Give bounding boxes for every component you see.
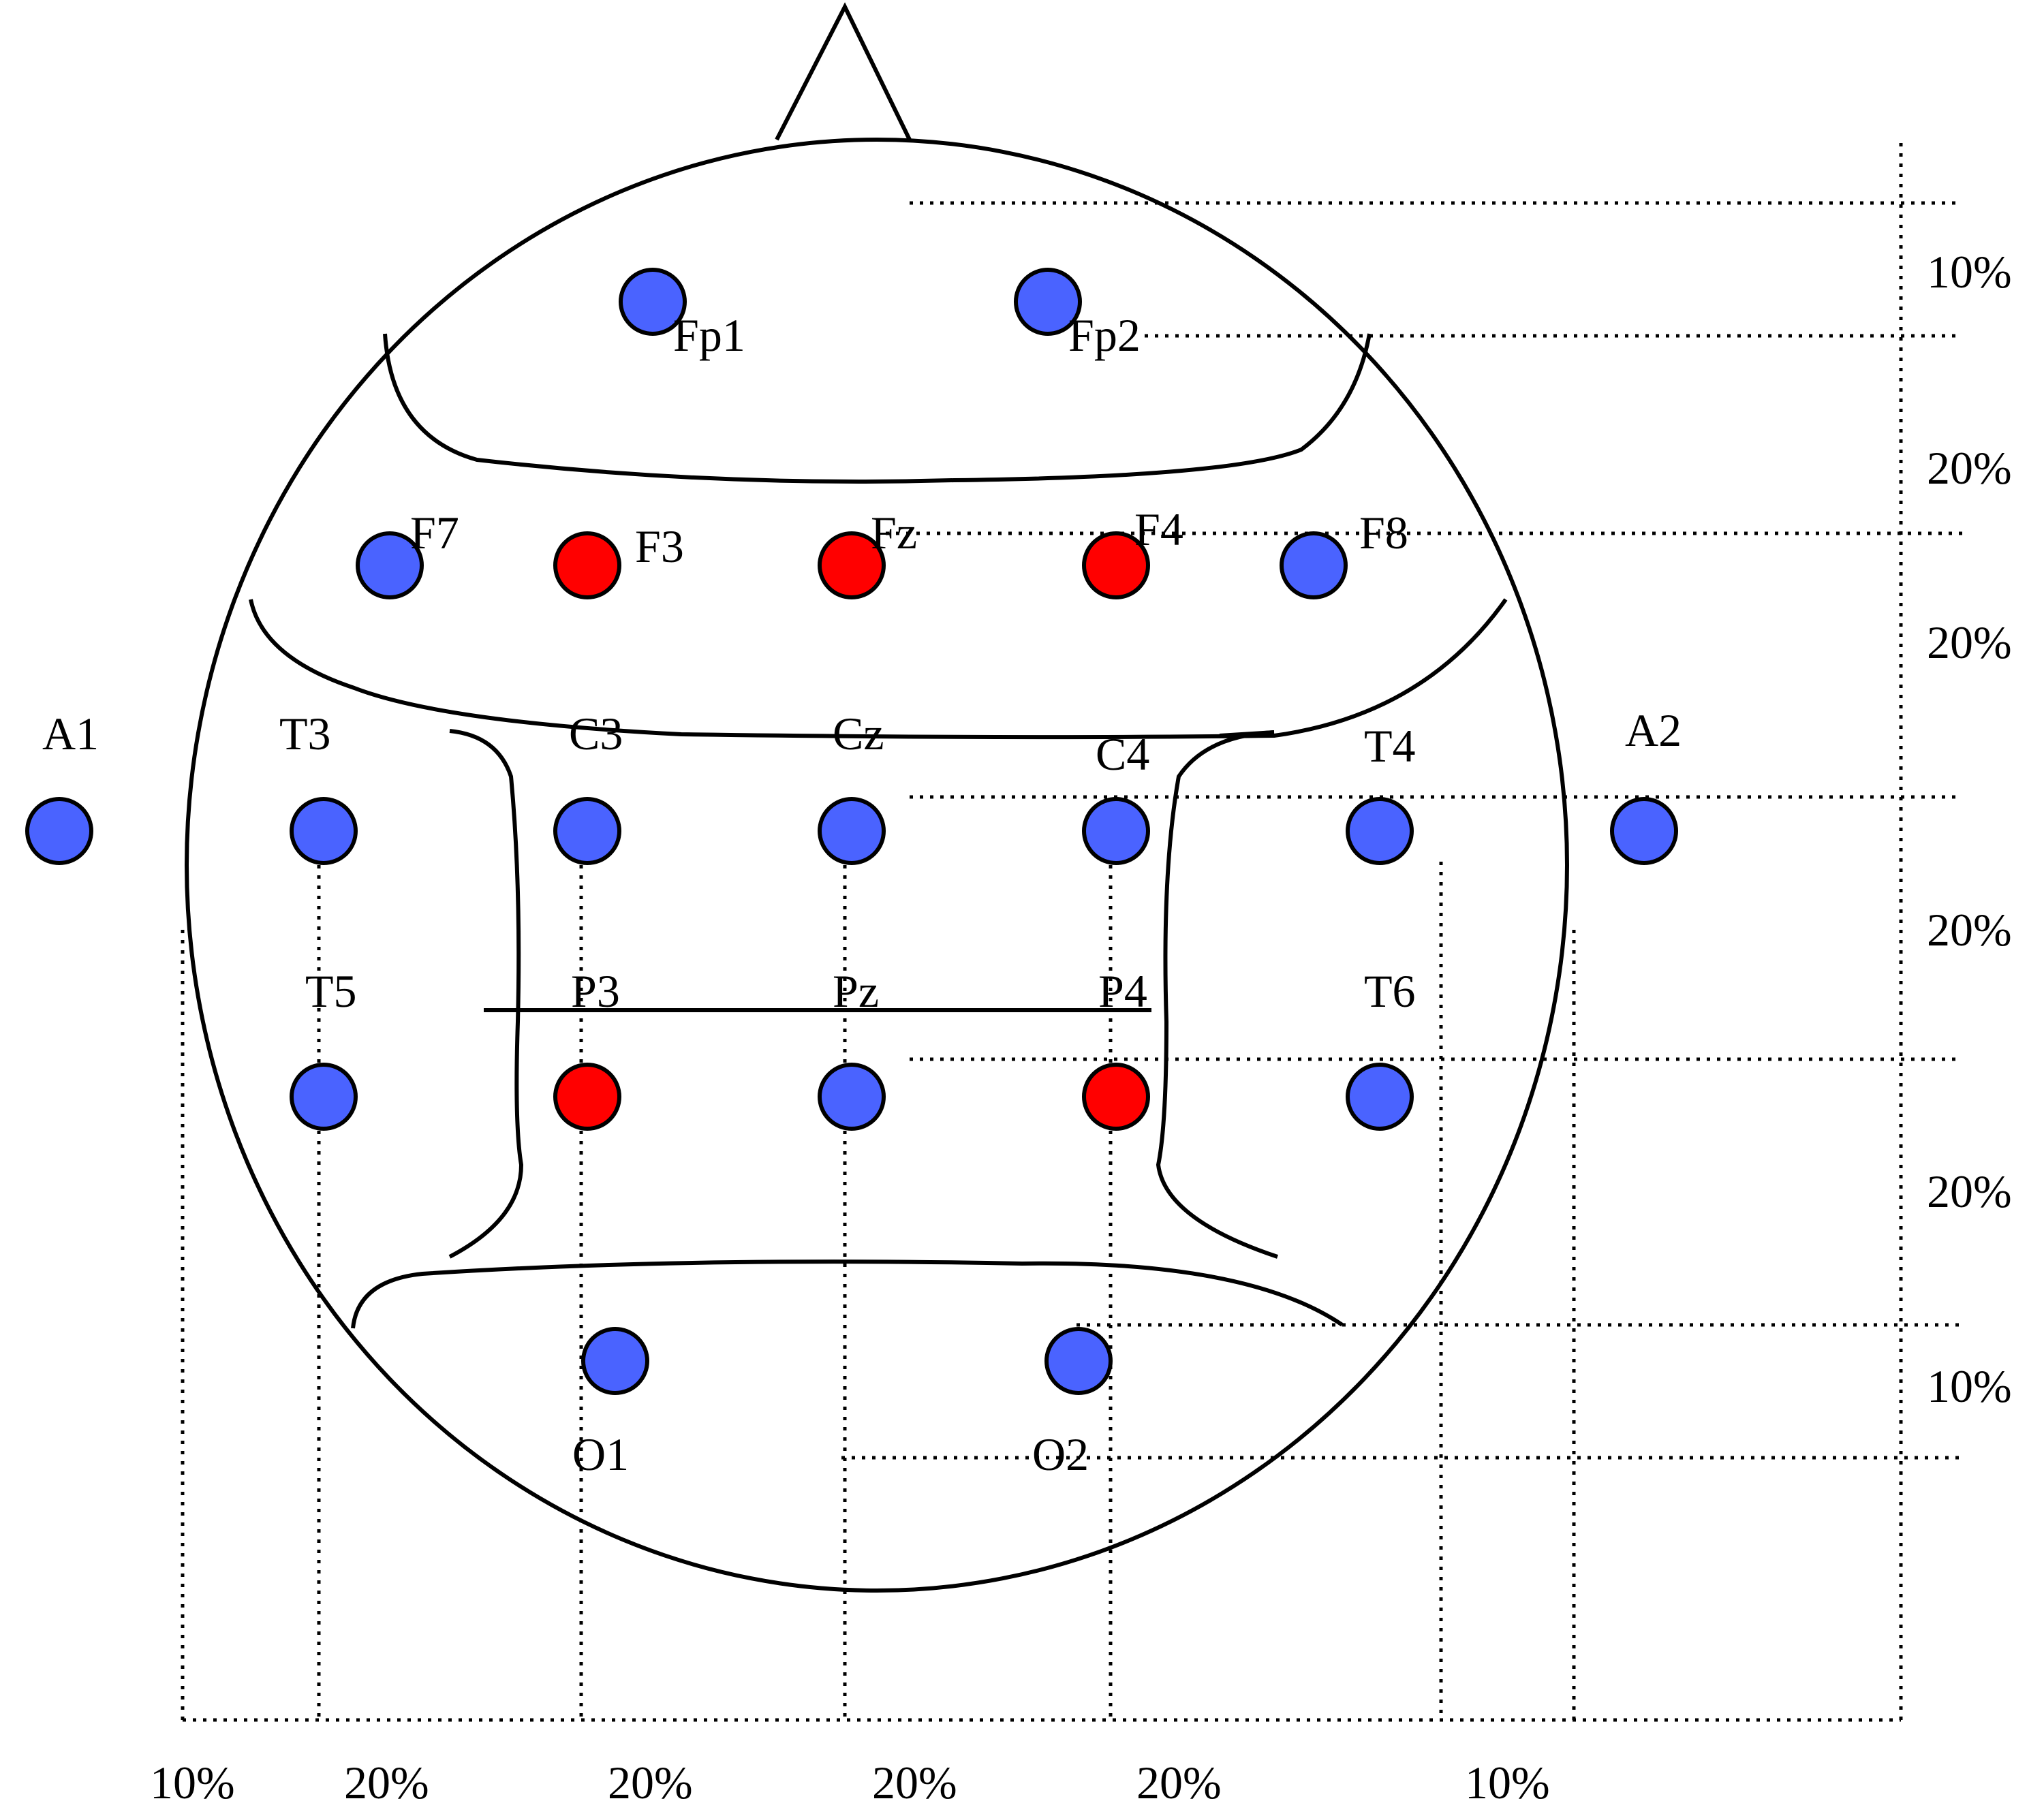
- label-cz: Cz: [833, 708, 884, 760]
- electrode-fp2: [1014, 268, 1082, 336]
- spacing-h-6: 10%: [1465, 1757, 1550, 1809]
- label-c3: C3: [569, 708, 623, 760]
- central-junction-mark: [1219, 730, 1275, 738]
- right-central-parietal-outline: [1156, 730, 1278, 1259]
- label-f7: F7: [410, 507, 459, 559]
- electrode-cz: [818, 797, 886, 865]
- electrode-o2: [1044, 1327, 1113, 1395]
- spacing-h-5: 20%: [1136, 1757, 1222, 1809]
- electrode-layer: [25, 268, 1678, 1395]
- label-p3: P3: [571, 965, 620, 1017]
- left-central-parietal-outline: [448, 729, 524, 1259]
- electrode-t6: [1346, 1063, 1414, 1131]
- electrode-fz: [818, 531, 886, 599]
- electrode-f3: [553, 531, 621, 599]
- label-f8: F8: [1359, 507, 1408, 559]
- label-t5: T5: [305, 965, 357, 1017]
- spacing-h-1: 10%: [150, 1757, 235, 1809]
- label-o2: O2: [1032, 1428, 1089, 1480]
- spacing-h-4: 20%: [872, 1757, 957, 1809]
- electrode-p4: [1082, 1063, 1150, 1131]
- electrode-c4: [1082, 797, 1150, 865]
- electrode-p3: [553, 1063, 621, 1131]
- electrode-t3: [290, 797, 358, 865]
- electrode-f7: [356, 531, 424, 599]
- electrode-o1: [581, 1327, 649, 1395]
- electrode-a1: [25, 797, 93, 865]
- frontal-region-outline: [249, 598, 1508, 740]
- label-fz: Fz: [871, 507, 917, 559]
- label-t3: T3: [279, 708, 331, 760]
- frontopolar-region-outline: [383, 333, 1372, 484]
- occipital-region-outline: [351, 1259, 1344, 1329]
- spacing-v-5: 20%: [1927, 1165, 2012, 1217]
- spacing-v-1: 10%: [1927, 246, 2012, 298]
- nose-outline: [775, 2, 912, 141]
- label-pz: Pz: [833, 965, 879, 1017]
- electrode-pz: [818, 1063, 886, 1131]
- spacing-v-3: 20%: [1927, 616, 2012, 668]
- label-t4: T4: [1364, 720, 1416, 772]
- electrode-t5: [290, 1063, 358, 1131]
- spacing-v-2: 20%: [1927, 442, 2012, 494]
- label-f4: F4: [1134, 503, 1183, 555]
- electrode-fp1: [619, 268, 687, 336]
- label-f3: F3: [635, 520, 684, 572]
- spacing-h-2: 20%: [344, 1757, 429, 1809]
- electrode-c3: [553, 797, 621, 865]
- electrode-f4: [1082, 531, 1150, 599]
- label-fp1: Fp1: [673, 309, 745, 361]
- label-t6: T6: [1364, 965, 1416, 1017]
- electrode-t4: [1346, 797, 1414, 865]
- electrode-f8: [1280, 531, 1348, 599]
- spacing-v-4: 20%: [1927, 904, 2012, 956]
- electrode-a2: [1610, 797, 1678, 865]
- label-c4: C4: [1096, 728, 1149, 780]
- spacing-v-6: 10%: [1927, 1360, 2012, 1412]
- label-a1: A1: [42, 708, 99, 760]
- label-o1: O1: [572, 1428, 629, 1480]
- spacing-h-3: 20%: [608, 1757, 693, 1809]
- label-fp2: Fp2: [1068, 309, 1141, 361]
- label-a2: A2: [1625, 704, 1682, 756]
- label-p4: P4: [1098, 965, 1147, 1017]
- head-outline: [185, 138, 1569, 1593]
